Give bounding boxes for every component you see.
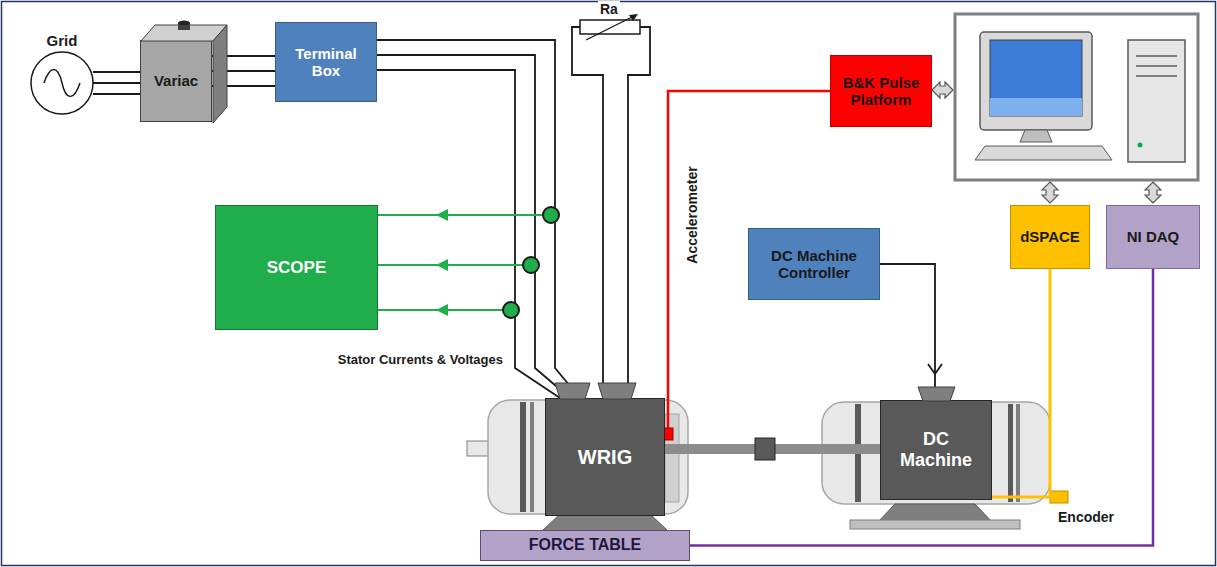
connector-line xyxy=(93,72,140,94)
node-label: Terminal Box xyxy=(280,45,372,80)
node-label: WRIG xyxy=(578,446,632,469)
terminal-box: Terminal Box xyxy=(275,22,377,102)
grid-source: Grid xyxy=(28,32,96,122)
computer-icon xyxy=(955,14,1198,180)
generator-machine: WRIG xyxy=(545,398,665,516)
node-label: FORCE TABLE xyxy=(529,536,642,554)
daq-box: NI DAQ xyxy=(1106,205,1200,269)
dc-machine: DC Machine xyxy=(880,400,992,500)
accelerometer-sensor xyxy=(664,428,673,440)
connector-line xyxy=(880,264,935,400)
node-label: NI DAQ xyxy=(1127,228,1180,245)
wire xyxy=(93,82,140,84)
wire xyxy=(992,269,1050,497)
controller-box: dSPACE xyxy=(1010,205,1090,269)
sensor-label: Encoder xyxy=(1056,509,1116,525)
shaft-coupling xyxy=(755,438,775,460)
wire xyxy=(377,55,570,398)
variac-box: Variac xyxy=(140,40,212,122)
resistor-symbol xyxy=(572,14,650,390)
node-decoration xyxy=(545,379,667,400)
wire xyxy=(377,40,580,398)
signal-label: Stator Currents & Voltages xyxy=(336,352,505,367)
node-decoration xyxy=(880,385,992,402)
scope-box: SCOPE xyxy=(215,205,378,330)
connector-line xyxy=(992,269,1050,497)
wire xyxy=(93,93,140,95)
analyzer-box: B&K Pulse Platform xyxy=(830,55,932,127)
node-label: B&K Pulse Platform xyxy=(835,74,927,109)
node-label: DC Machine xyxy=(885,429,987,470)
double-arrow xyxy=(932,82,1161,203)
wire xyxy=(93,71,140,73)
node-label: SCOPE xyxy=(267,258,327,278)
node-label: DC Machine Controller xyxy=(753,247,875,282)
component-label: Ra xyxy=(598,1,620,17)
node-label: Grid xyxy=(47,32,78,49)
connector-fork xyxy=(928,364,942,374)
node-label: dSPACE xyxy=(1020,228,1080,245)
wire xyxy=(880,264,935,400)
controller-box: DC Machine Controller xyxy=(748,228,880,300)
connector-line xyxy=(690,269,1153,546)
wire xyxy=(377,70,560,398)
current-probe xyxy=(378,207,559,318)
force-table: FORCE TABLE xyxy=(480,530,690,561)
connector-line xyxy=(377,40,580,398)
node-label: Variac xyxy=(154,72,198,89)
sensor-label: Accelerometer xyxy=(684,164,700,265)
wire xyxy=(690,269,1153,546)
